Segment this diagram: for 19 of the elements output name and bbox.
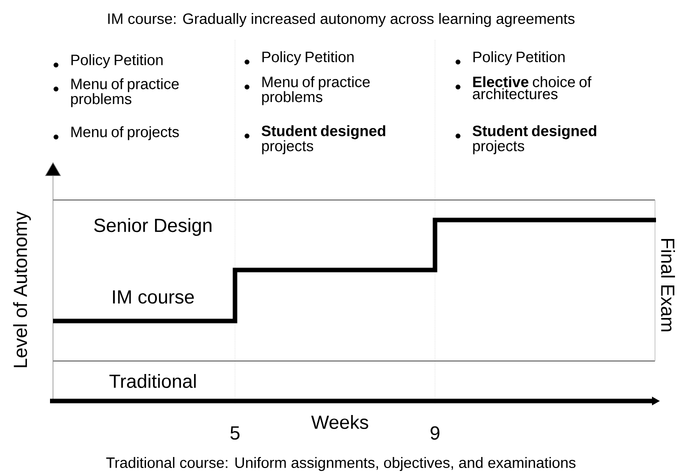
bullet-item: Menu of projects xyxy=(54,126,179,140)
bullet-item: Policy Petition xyxy=(456,51,565,66)
caption: Traditional course: Uniform assignments, objectives, and examinations xyxy=(106,457,576,471)
title: IM course: Gradually increased autonomy across learning agreements xyxy=(108,13,575,27)
band-label: IM course xyxy=(113,290,194,304)
bullet-item: Menu of practice problems xyxy=(244,76,370,106)
bullet-item: Student designed projects xyxy=(456,125,596,154)
band-label: Senior Design xyxy=(94,218,212,236)
bullet-item: Policy Petition xyxy=(54,54,163,68)
bullet-item: Student designed projects xyxy=(244,125,386,154)
axis-title: Weeks xyxy=(311,415,368,429)
tick-label: 5 xyxy=(230,426,240,440)
bullet-item: Elective choice of architectures xyxy=(456,76,592,100)
side-label: Final Exam xyxy=(661,239,675,332)
band-label: Traditional xyxy=(109,374,196,388)
bullet-item: Menu of practice problems xyxy=(54,78,179,108)
bullet-item: Policy Petition xyxy=(244,51,354,66)
tick-label: 9 xyxy=(430,426,440,440)
axis-title: Level of Autonomy xyxy=(13,211,31,368)
